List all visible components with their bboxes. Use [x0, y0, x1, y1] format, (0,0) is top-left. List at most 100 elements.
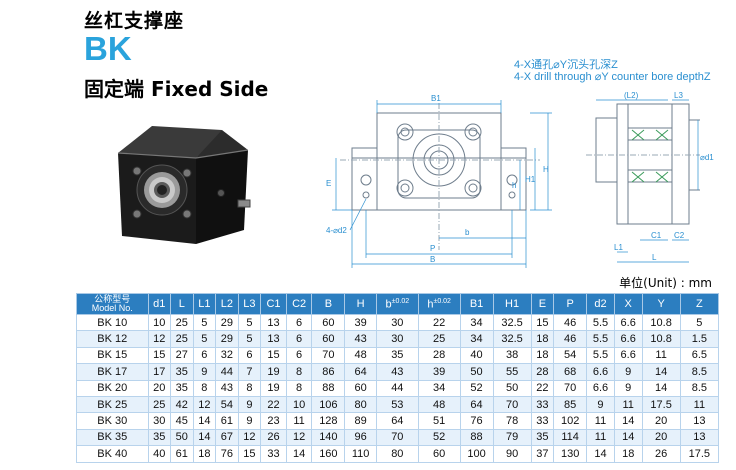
value-cell: 46: [553, 330, 588, 348]
value-cell: 102: [553, 412, 588, 430]
value-cell: 35: [375, 346, 419, 365]
value-cell: 35: [147, 428, 172, 447]
value-cell: 50: [459, 363, 494, 381]
dim-d1-label: ⌀d1: [700, 153, 714, 162]
model-cell: BK 10: [76, 313, 149, 332]
model-cell: BK 12: [76, 330, 149, 348]
value-cell: 15: [237, 445, 262, 463]
value-cell: 44: [215, 363, 239, 381]
value-cell: 6: [285, 346, 313, 365]
value-cell: 11: [586, 428, 615, 447]
value-cell: 9: [586, 395, 615, 414]
side-view-dimensions: [596, 99, 699, 263]
value-cell: 45: [170, 412, 194, 430]
value-cell: 19: [260, 379, 287, 397]
value-cell: 18: [613, 445, 643, 463]
spec-table-header-row: 公称型号 Model No. d1 L L1 L2 L3 C1 C2 B H b…: [76, 293, 720, 315]
value-cell: 70: [492, 395, 532, 414]
value-cell: 32.5: [492, 313, 532, 332]
value-cell: 13: [679, 428, 720, 447]
value-cell: 100: [459, 445, 494, 463]
value-cell: 14: [641, 379, 681, 397]
front-view-drawing: [340, 103, 540, 250]
value-cell: 52: [417, 428, 461, 447]
value-cell: 22: [260, 395, 287, 414]
value-cell: 14: [613, 428, 643, 447]
model-cell: BK 20: [76, 379, 149, 397]
model-column-header: 公称型号 Model No.: [76, 293, 149, 315]
value-cell: 106: [311, 395, 346, 414]
value-cell: 96: [344, 428, 377, 447]
column-header: B: [311, 293, 346, 315]
value-cell: 1.5: [679, 330, 720, 348]
fixed-side-subtitle: 固定端 Fixed Side: [84, 77, 269, 101]
value-cell: 9: [192, 363, 217, 381]
value-cell: 32: [215, 346, 239, 365]
value-cell: 30: [147, 412, 172, 430]
value-cell: 86: [311, 363, 346, 381]
value-cell: 42: [170, 395, 194, 414]
model-cell: BK 35: [76, 428, 149, 447]
value-cell: 10.8: [641, 313, 681, 332]
column-header: B1: [459, 293, 494, 315]
value-cell: 22: [417, 313, 461, 332]
column-header-h-tolerance: h±0.02: [417, 293, 461, 315]
value-cell: 25: [170, 313, 194, 332]
value-cell: 17: [147, 363, 172, 381]
value-cell: 11: [613, 395, 643, 414]
value-cell: 76: [459, 412, 494, 430]
value-cell: 5.5: [586, 346, 615, 365]
value-cell: 50: [170, 428, 194, 447]
unit-label: 单位(Unit) : mm: [619, 276, 712, 290]
value-cell: 28: [530, 363, 555, 381]
value-cell: 68: [553, 363, 588, 381]
model-cell: BK 25: [76, 395, 149, 414]
value-cell: 25: [170, 330, 194, 348]
value-cell: 61: [170, 445, 194, 463]
value-cell: 12: [237, 428, 262, 447]
value-cell: 6: [285, 313, 313, 332]
value-cell: 5: [237, 313, 262, 332]
value-cell: 43: [375, 363, 419, 381]
value-cell: 6.6: [586, 379, 615, 397]
dim-h1-label: H1: [525, 175, 536, 184]
model-series-title: BK: [84, 30, 132, 67]
value-cell: 19: [260, 363, 287, 381]
value-cell: 9: [613, 363, 643, 381]
value-cell: 70: [553, 379, 588, 397]
value-cell: 6.6: [613, 346, 643, 365]
value-cell: 80: [375, 445, 419, 463]
value-cell: 8: [285, 379, 313, 397]
dim-c2-label: C2: [674, 231, 685, 240]
value-cell: 30: [375, 330, 419, 348]
value-cell: 29: [215, 313, 239, 332]
value-cell: 43: [215, 379, 239, 397]
h-header-text: h: [427, 298, 434, 311]
value-cell: 64: [375, 412, 419, 430]
column-header: C2: [285, 293, 313, 315]
value-cell: 13: [260, 313, 287, 332]
dim-e-label: E: [326, 179, 331, 188]
value-cell: 48: [417, 395, 461, 414]
value-cell: 53: [375, 395, 419, 414]
value-cell: 88: [311, 379, 346, 397]
value-cell: 35: [170, 379, 194, 397]
value-cell: 25: [417, 330, 461, 348]
value-cell: 70: [311, 346, 346, 365]
value-cell: 17.5: [641, 395, 681, 414]
value-cell: 5: [192, 313, 217, 332]
value-cell: 60: [311, 330, 346, 348]
dim-h-total-label: H: [543, 165, 549, 174]
b-tolerance: ±0.02: [391, 297, 410, 305]
model-cell: BK 17: [76, 363, 149, 381]
value-cell: 17.5: [679, 445, 720, 463]
dim-b-label: b: [465, 228, 470, 237]
spec-table: 公称型号 Model No. d1 L L1 L2 L3 C1 C2 B H b…: [76, 293, 720, 463]
value-cell: 6: [285, 330, 313, 348]
column-header: Z: [679, 293, 720, 315]
value-cell: 11: [679, 395, 720, 414]
